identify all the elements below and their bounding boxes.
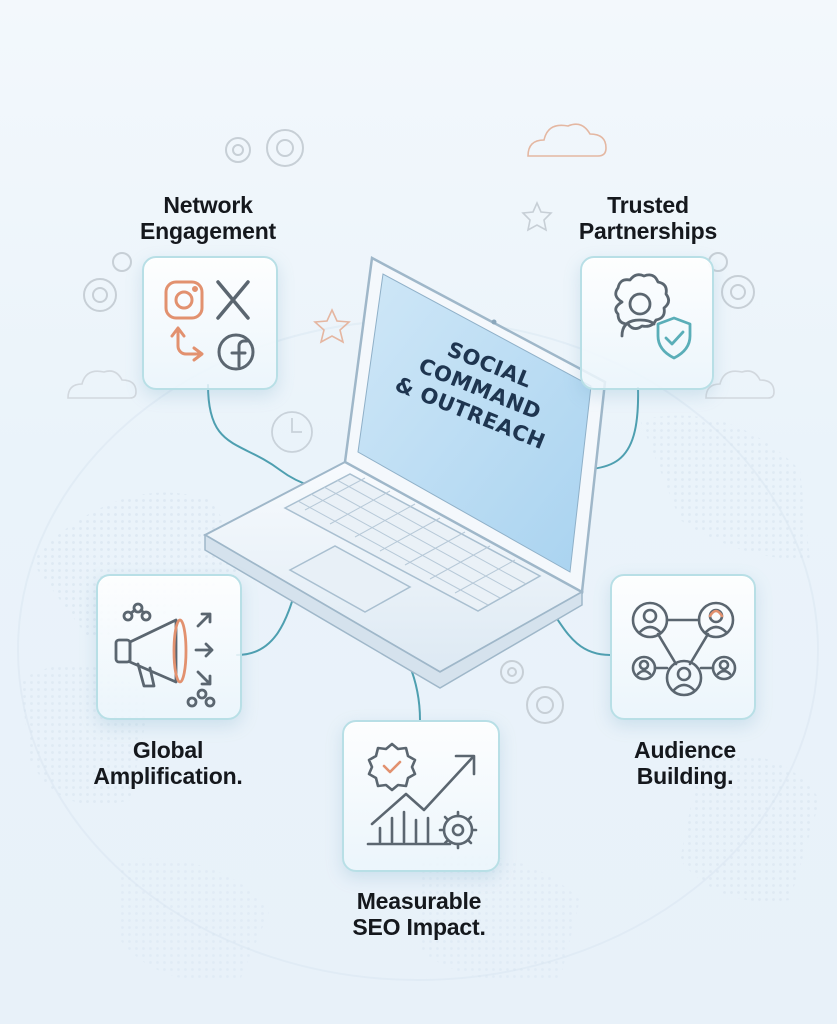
star-icon	[313, 201, 553, 344]
megaphone-icon	[114, 602, 216, 708]
shield-person-icon	[614, 273, 692, 360]
seo-impact-card	[342, 720, 500, 872]
global-amplification-label: Global Amplification.	[93, 737, 243, 789]
audience-building-card	[610, 574, 756, 720]
share-arrows-icon	[170, 326, 204, 362]
audience-network-icon	[631, 601, 737, 697]
trusted-partnerships-label: Trusted Partnerships	[578, 192, 718, 244]
clock-icon	[271, 411, 313, 453]
share-node-icon	[186, 688, 216, 708]
instagram-icon	[164, 280, 204, 320]
laptop	[202, 256, 607, 689]
x-twitter-icon	[216, 280, 250, 320]
cloud-icon	[527, 123, 607, 157]
badge-check-icon	[367, 742, 417, 792]
globe-background	[17, 319, 820, 982]
trusted-partnerships-card	[580, 256, 714, 390]
facebook-icon	[217, 333, 255, 371]
cloud-icon	[67, 370, 775, 399]
gear-icon	[438, 810, 478, 850]
share-node-icon	[122, 602, 152, 622]
seo-impact-label: Measurable SEO Impact.	[352, 888, 486, 940]
audience-building-label: Audience Building.	[634, 737, 736, 789]
global-amplification-card	[96, 574, 242, 720]
network-engagement-card	[142, 256, 278, 390]
social-media-icons	[164, 280, 255, 371]
growth-chart-icon	[366, 742, 478, 850]
network-engagement-label: Network Engagement	[139, 192, 277, 244]
